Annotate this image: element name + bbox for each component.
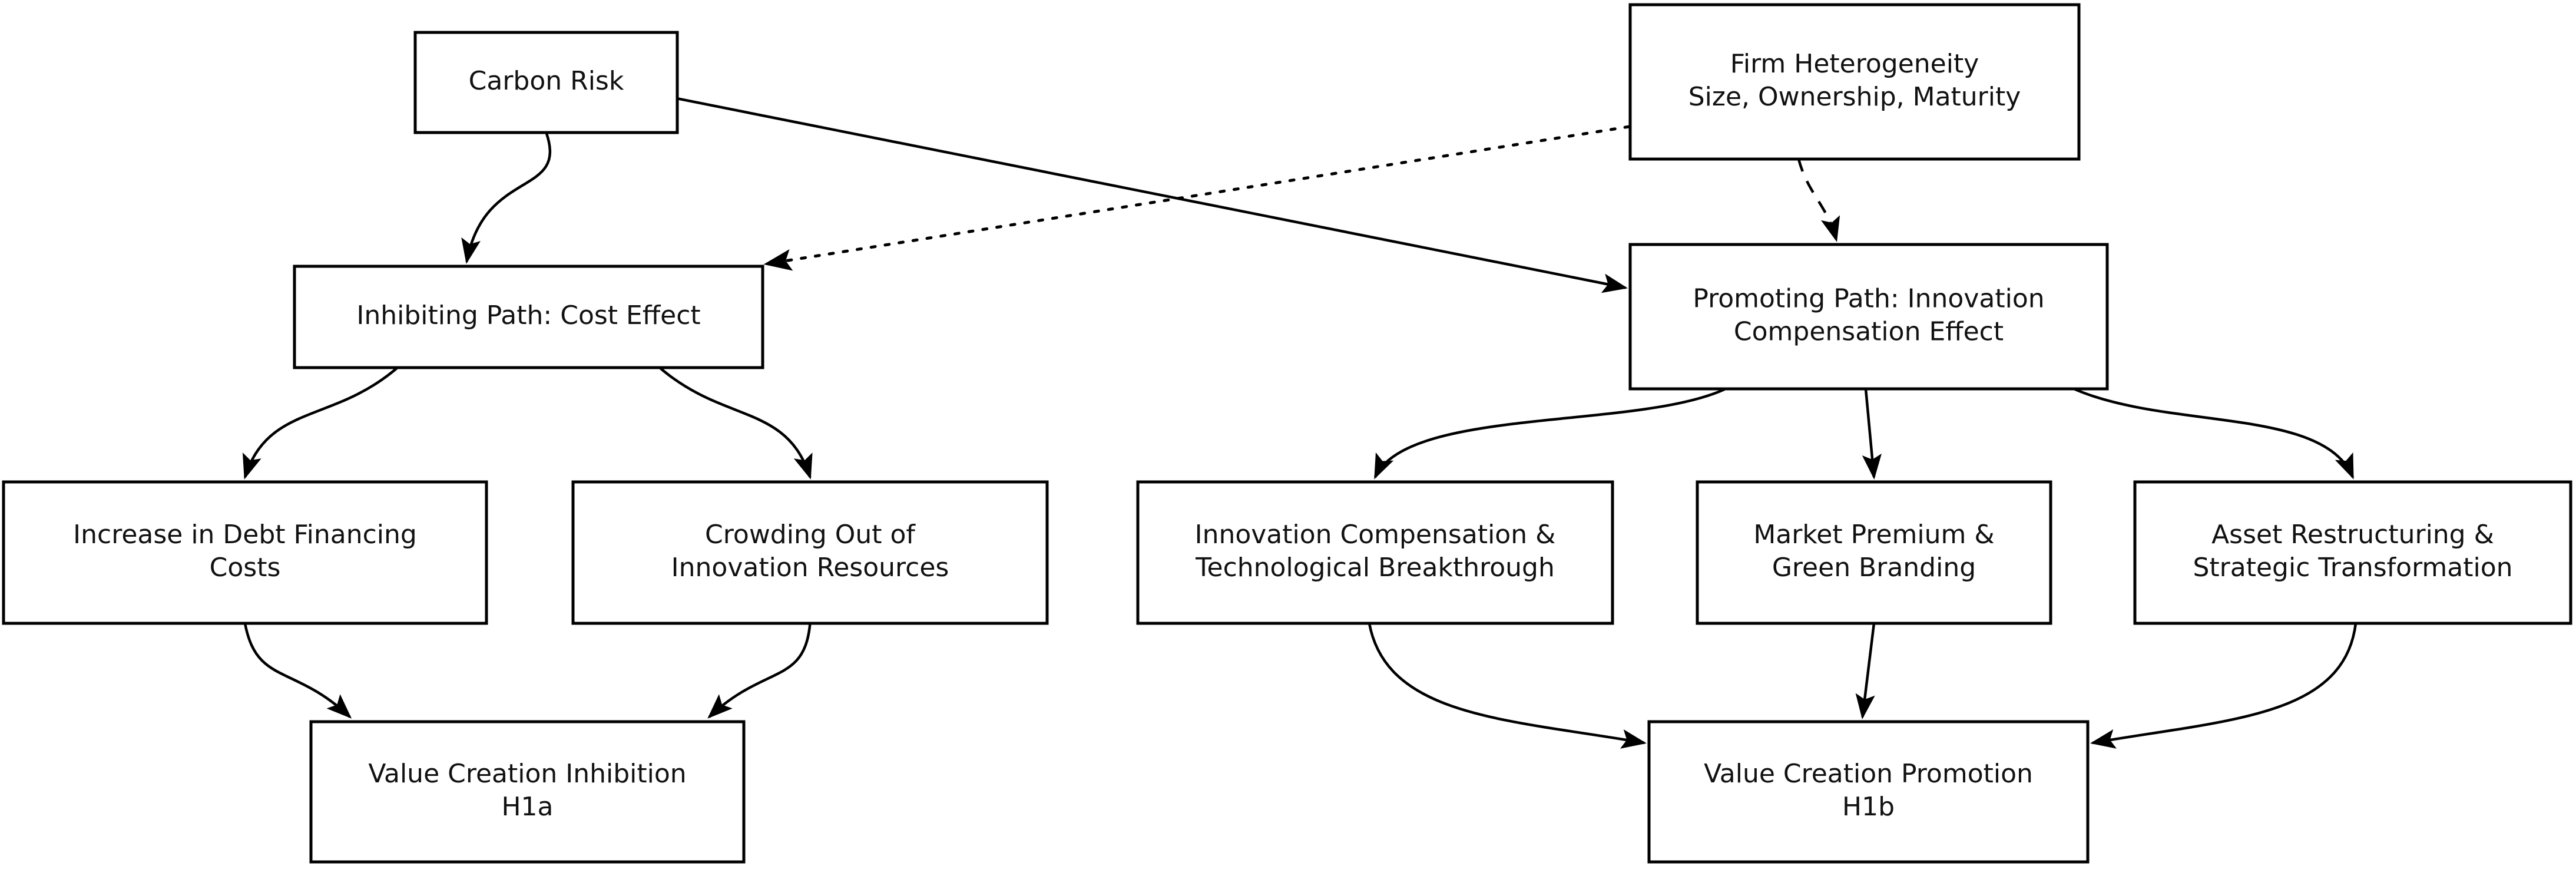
edges-layer — [242, 97, 2358, 749]
node-box-inhibiting-path — [293, 265, 764, 369]
edge-crowding-out-to-value-creation-inhibition — [707, 623, 812, 719]
edge-debt-financing-costs-to-value-creation-inhibition — [243, 623, 352, 719]
node-box-market-premium — [1696, 480, 2052, 625]
node-label-value-creation-promotion: H1b — [1842, 792, 1895, 822]
node-label-promoting-path: Promoting Path: Innovation — [1693, 284, 2044, 314]
node-box-value-creation-promotion — [1647, 720, 2090, 864]
node-innovation-compensation[interactable]: Innovation Compensation &Technological B… — [1136, 480, 1614, 625]
edge-promoting-path-to-innovation-compensation — [1373, 387, 1726, 480]
node-label-debt-financing-costs: Increase in Debt Financing — [73, 520, 417, 550]
node-label-crowding-out: Innovation Resources — [671, 553, 949, 583]
node-label-asset-restructuring: Asset Restructuring & — [2211, 520, 2494, 550]
node-label-market-premium: Green Branding — [1772, 553, 1976, 583]
node-label-firm-heterogeneity: Size, Ownership, Maturity — [1688, 82, 2021, 112]
edge-inhibiting-path-to-debt-financing-costs — [242, 366, 399, 480]
node-label-debt-financing-costs: Costs — [210, 553, 281, 583]
node-label-value-creation-promotion: Value Creation Promotion — [1704, 759, 2033, 789]
node-inhibiting-path[interactable]: Inhibiting Path: Cost Effect — [293, 265, 764, 369]
node-market-premium[interactable]: Market Premium &Green Branding — [1696, 480, 2052, 625]
node-label-crowding-out: Crowding Out of — [705, 520, 916, 550]
edge-firm-heterogeneity-to-promoting-path — [1797, 158, 1840, 242]
node-label-market-premium: Market Premium & — [1753, 520, 1994, 550]
node-box-innovation-compensation — [1136, 480, 1614, 625]
node-asset-restructuring[interactable]: Asset Restructuring &Strategic Transform… — [2133, 480, 2572, 625]
node-box-value-creation-inhibition — [309, 720, 746, 864]
node-label-value-creation-inhibition: H1a — [501, 792, 553, 822]
node-box-debt-financing-costs — [2, 480, 488, 625]
edge-promoting-path-to-market-premium — [1862, 388, 1882, 480]
edge-promoting-path-to-asset-restructuring — [2073, 387, 2355, 480]
edge-firm-heterogeneity-to-inhibiting-path — [763, 125, 1631, 271]
edge-market-premium-to-value-creation-promotion — [1855, 623, 1876, 720]
edge-asset-restructuring-to-value-creation-promotion — [2090, 623, 2358, 749]
node-box-crowding-out — [571, 480, 1049, 625]
node-label-innovation-compensation: Innovation Compensation & — [1195, 520, 1556, 550]
node-label-value-creation-inhibition: Value Creation Inhibition — [368, 759, 686, 789]
node-label-asset-restructuring: Strategic Transformation — [2193, 553, 2513, 583]
node-label-inhibiting-path: Inhibiting Path: Cost Effect — [356, 300, 700, 331]
node-carbon-risk[interactable]: Carbon Risk — [413, 31, 679, 134]
node-box-promoting-path — [1628, 243, 2109, 391]
node-box-firm-heterogeneity — [1628, 3, 2081, 161]
node-label-innovation-compensation: Technological Breakthrough — [1195, 553, 1555, 583]
edge-carbon-risk-to-inhibiting-path — [461, 132, 551, 264]
node-label-firm-heterogeneity: Firm Heterogeneity — [1730, 49, 1979, 79]
edge-carbon-risk-to-promoting-path — [677, 97, 1628, 293]
edge-inhibiting-path-to-crowding-out — [658, 366, 813, 480]
node-label-carbon-risk: Carbon Risk — [469, 66, 624, 96]
node-box-carbon-risk — [413, 31, 679, 134]
node-label-promoting-path: Compensation Effect — [1734, 317, 2004, 347]
node-box-asset-restructuring — [2133, 480, 2572, 625]
edge-innovation-compensation-to-value-creation-promotion — [1368, 623, 1647, 749]
